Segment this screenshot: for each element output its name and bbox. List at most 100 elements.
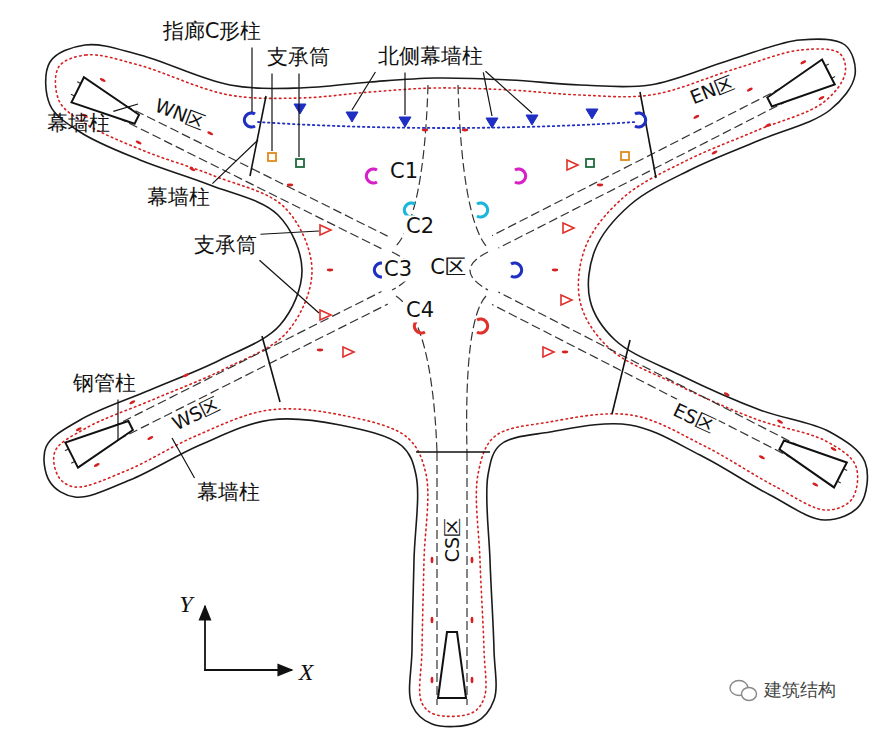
- structural-joint: [640, 92, 656, 178]
- support-cylinder: [320, 310, 331, 320]
- c-shaped-column: [244, 113, 255, 127]
- zone-label: C区: [428, 256, 468, 279]
- zone-boundary: [458, 85, 486, 246]
- callout-label: 支承筒: [267, 46, 330, 69]
- support-cylinder: [561, 295, 572, 305]
- curtain-wall-column: [399, 117, 411, 127]
- steel-column-mark: [818, 95, 825, 100]
- steel-column-mark: [597, 184, 603, 187]
- callout-label: 钢管柱: [73, 372, 136, 395]
- support-cylinder-box: [621, 152, 629, 160]
- zone-label: EN区: [685, 71, 738, 109]
- support-cylinder-box: [296, 159, 304, 167]
- callout-label: 支承筒: [194, 234, 257, 257]
- structural-joint: [262, 336, 280, 402]
- callout-label: 幕墙柱: [197, 481, 260, 504]
- support-cylinder: [567, 160, 578, 170]
- watermark-icon: [742, 688, 757, 701]
- leader-line: [259, 260, 319, 313]
- callout-label: 幕墙柱: [147, 186, 210, 209]
- finger-end-frame: [779, 440, 846, 487]
- curtain-wall-column: [586, 109, 598, 119]
- support-cylinder: [543, 347, 554, 357]
- steel-column-mark: [562, 351, 568, 354]
- support-cylinder-box: [586, 159, 594, 167]
- steel-column-mark: [99, 77, 106, 82]
- steel-column-mark: [777, 419, 784, 424]
- inner-dotted-line: [54, 49, 858, 716]
- north-curtain-wall-line: [258, 122, 636, 128]
- structural-joint: [416, 451, 490, 453]
- support-cylinder: [343, 347, 354, 357]
- axis-arrow: [204, 669, 292, 671]
- column-group-label: C1: [390, 160, 418, 183]
- zone-label: ES区: [668, 399, 719, 438]
- leader-line: [172, 438, 195, 478]
- leader-line: [212, 140, 258, 184]
- corridor-axis: [436, 452, 437, 705]
- c-shaped-column: [515, 169, 526, 183]
- steel-column-mark: [471, 617, 474, 623]
- steel-column-mark: [800, 60, 807, 65]
- steel-column-mark: [422, 129, 428, 132]
- steel-column-mark: [182, 373, 189, 378]
- zone-label: WS区: [167, 393, 225, 435]
- c-shaped-column: [477, 203, 488, 217]
- zone-label: WN区: [150, 94, 210, 134]
- callout-label: 幕墙柱: [47, 112, 110, 135]
- c-shaped-column: [366, 169, 377, 183]
- steel-column-mark: [711, 150, 718, 155]
- curtain-wall-column: [346, 112, 358, 122]
- c-shaped-column: [511, 263, 522, 277]
- c-shaped-column: [635, 113, 646, 127]
- steel-column-mark: [147, 435, 154, 440]
- steel-column-mark: [471, 557, 474, 563]
- column-group-label: C2: [404, 215, 436, 238]
- steel-column-mark: [765, 123, 772, 128]
- curtain-wall-column: [486, 118, 498, 128]
- leader-line: [113, 104, 138, 111]
- curtain-wall-column: [526, 115, 538, 125]
- steel-column-mark: [471, 677, 474, 683]
- c-shaped-column: [477, 319, 488, 333]
- steel-column-mark: [693, 114, 700, 119]
- steel-column-mark: [327, 269, 333, 272]
- zone-boundary: [396, 296, 437, 452]
- leader-line: [260, 231, 319, 234]
- steel-column-mark: [552, 269, 558, 272]
- structural-joint: [612, 340, 630, 414]
- callout-label: 指廊C形柱: [163, 20, 262, 43]
- steel-column-mark: [812, 482, 819, 487]
- zone-boundary: [470, 252, 488, 290]
- support-cylinder: [320, 225, 331, 235]
- steel-column-mark: [317, 349, 323, 352]
- leader-line: [352, 72, 375, 110]
- leader-line: [271, 74, 272, 151]
- steel-column-mark: [758, 455, 765, 460]
- zone-label: CS区: [442, 516, 463, 564]
- finger-end-frame: [438, 632, 466, 698]
- leader-line: [251, 48, 252, 112]
- steel-column-mark: [431, 677, 434, 683]
- steel-column-mark: [75, 426, 82, 431]
- corridor-axis: [466, 452, 467, 705]
- steel-column-mark: [207, 131, 214, 136]
- steel-column-mark: [746, 87, 753, 92]
- steel-column-mark: [723, 392, 730, 397]
- steel-column-mark: [135, 140, 142, 145]
- curtain-wall-column: [294, 104, 306, 114]
- axis-label: Y: [179, 591, 192, 617]
- steel-column-mark: [431, 557, 434, 563]
- steel-column-mark: [189, 166, 196, 171]
- support-cylinder: [563, 223, 574, 233]
- leader-line: [404, 73, 405, 115]
- steel-column-mark: [462, 129, 468, 132]
- finger-end-frame: [767, 60, 834, 107]
- watermark: 建筑结构: [764, 680, 836, 700]
- leader-line: [117, 400, 118, 440]
- column-group-label: C4: [404, 299, 436, 322]
- leader-line: [485, 71, 532, 113]
